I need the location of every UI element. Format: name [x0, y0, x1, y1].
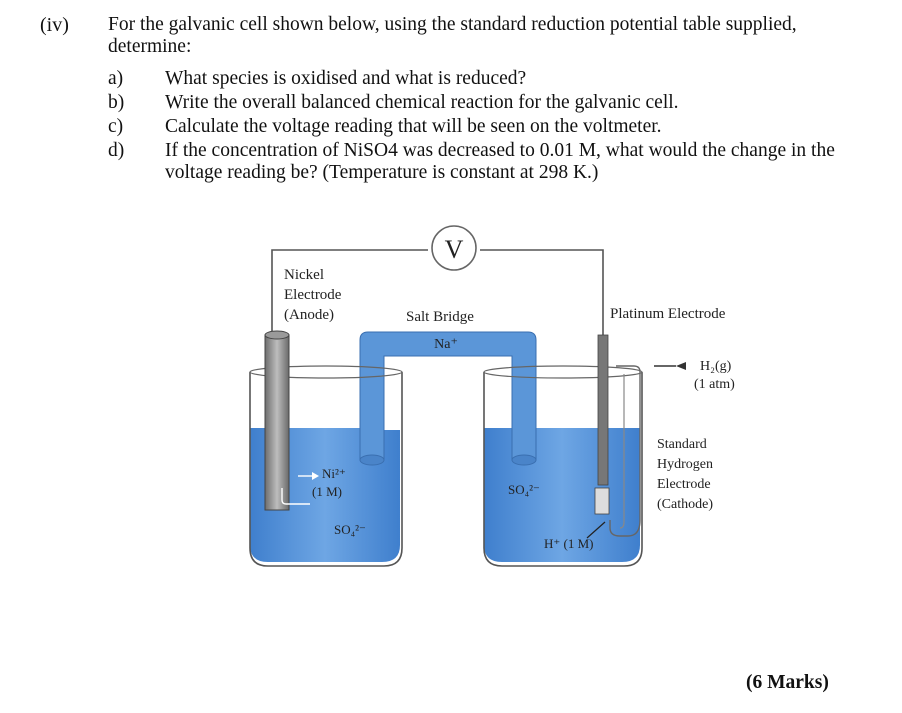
marks-label: (6 Marks): [746, 672, 829, 693]
she-label-1: Standard: [657, 437, 707, 452]
left-anion-label: SO₄²⁻: [334, 522, 366, 537]
left-wire: [271, 249, 428, 335]
left-beaker-rim: [249, 365, 403, 379]
right-beaker-rim: [483, 365, 643, 379]
question-number: (iv): [40, 14, 69, 36]
platinum-electrode-plate: [594, 487, 610, 515]
left-electrode-label-1: Nickel: [284, 267, 324, 283]
left-beaker: [249, 372, 403, 567]
she-label-2: Hydrogen: [657, 457, 713, 472]
h2-pressure-label: (1 atm): [694, 377, 735, 392]
left-conc-label: (1 M): [312, 484, 342, 499]
right-ion-label: H⁺ (1 M): [544, 536, 593, 551]
ion-path-left: [281, 488, 310, 505]
part-b-text: Write the overall balanced chemical reac…: [165, 92, 679, 113]
part-d-letter: d): [108, 140, 125, 161]
left-ion-label: Ni²⁺: [322, 466, 346, 481]
part-b-letter: b): [108, 92, 125, 113]
right-electrode-label: Platinum Electrode: [610, 306, 726, 322]
right-beaker: [483, 372, 643, 567]
question-intro: For the galvanic cell shown below, using…: [108, 14, 797, 57]
part-c-text: Calculate the voltage reading that will …: [165, 116, 662, 137]
salt-bridge-left-end: [359, 454, 385, 466]
part-a-text: What species is oxidised and what is red…: [165, 68, 527, 89]
nickel-electrode-rod: [264, 334, 290, 511]
voltmeter-label: V: [445, 235, 464, 264]
h2-gas-label: H₂(g): [700, 359, 732, 374]
left-electrode-label-3: (Anode): [284, 307, 334, 323]
h2-gas-tube-outer: [609, 365, 641, 537]
h2-inlet-arrowhead: [676, 362, 686, 370]
right-wire: [480, 249, 604, 335]
h-ion-pointer: [586, 521, 606, 539]
salt-bridge-label: Salt Bridge: [406, 309, 474, 325]
platinum-electrode-wire: [597, 334, 609, 486]
right-anion-label: SO₄²⁻: [508, 482, 540, 497]
she-label-4: (Cathode): [657, 497, 713, 512]
she-label-3: Electrode: [657, 477, 711, 492]
left-electrode-label-2: Electrode: [284, 287, 342, 303]
nickel-rod-top: [264, 330, 290, 340]
voltmeter: [431, 225, 477, 271]
part-d-text: If the concentration of NiSO4 was decrea…: [165, 140, 835, 183]
part-a-letter: a): [108, 68, 124, 89]
ni-ion-arrowhead: [312, 472, 319, 480]
h2-gas-tube-inner: [619, 374, 625, 529]
part-c-letter: c): [108, 116, 124, 137]
salt-bridge-right-end: [511, 454, 537, 466]
salt-bridge-ion: Na⁺: [434, 337, 458, 352]
